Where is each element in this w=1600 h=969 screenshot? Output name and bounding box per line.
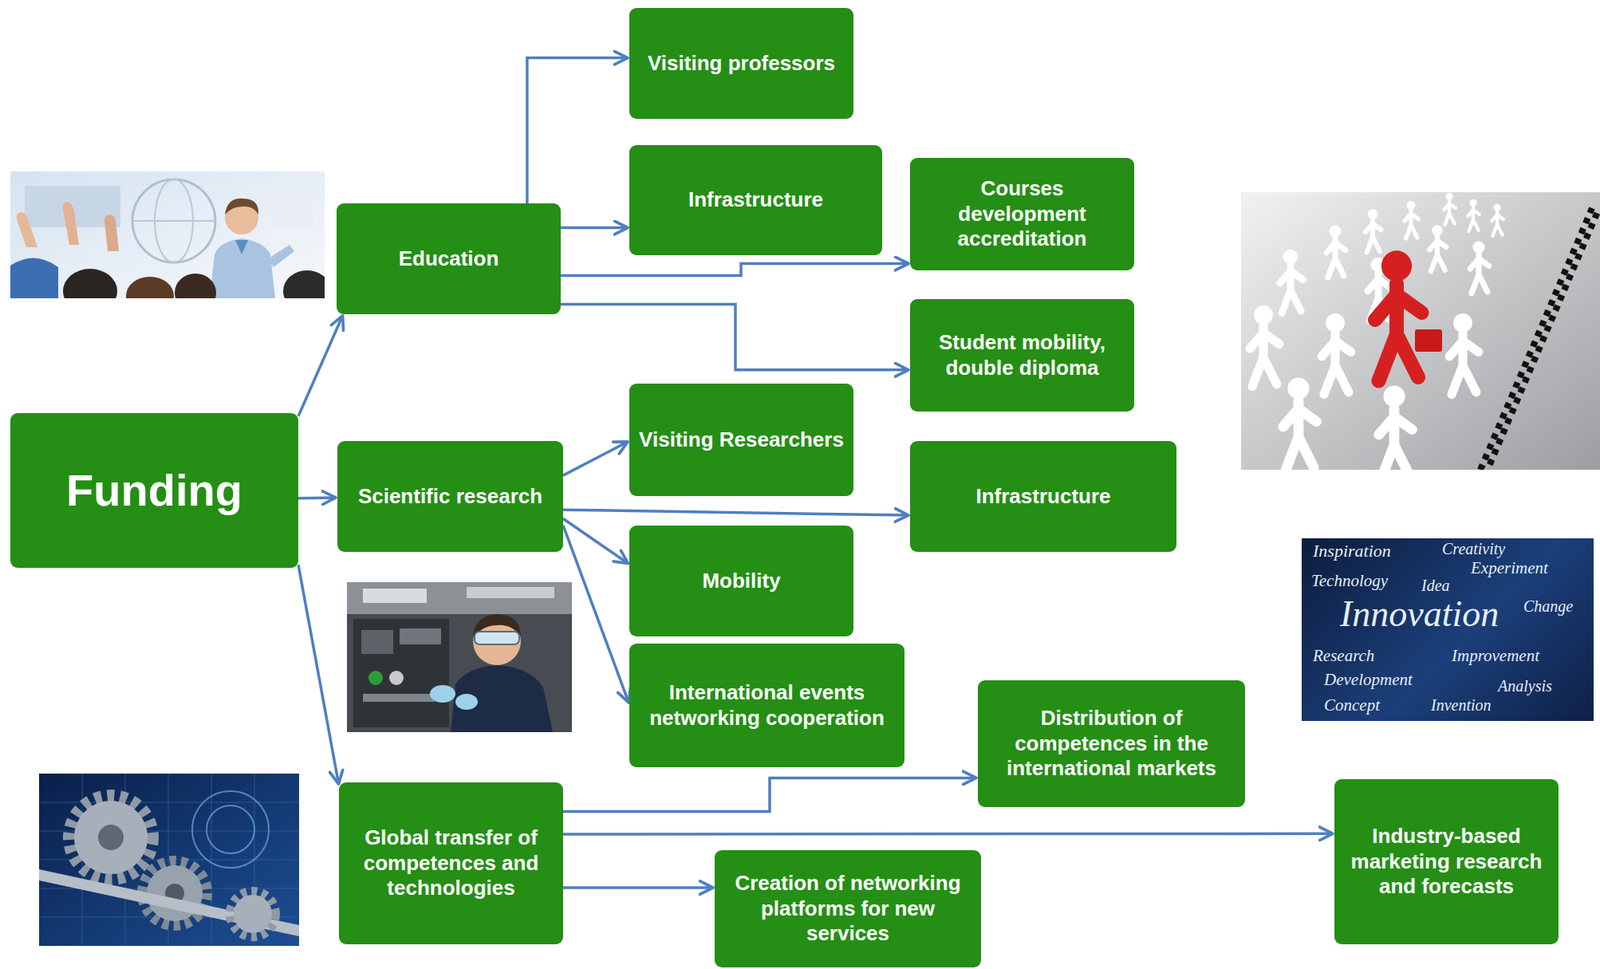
process-box: International events networking cooperat… bbox=[629, 643, 905, 768]
flow-arrow bbox=[298, 496, 336, 500]
process-box: Visiting professors bbox=[629, 7, 854, 119]
flow-arrow bbox=[560, 304, 909, 371]
innovation-photo: Inspiration CreativityExperimentTechnolog… bbox=[1301, 538, 1594, 722]
box-label: International events networking cooperat… bbox=[638, 680, 895, 731]
flow-arrow bbox=[560, 226, 628, 230]
process-box: Courses development accreditation bbox=[910, 157, 1135, 271]
flow-arrow bbox=[563, 518, 628, 564]
flow-arrow bbox=[563, 832, 1333, 836]
word-cloud-word: Inspiration bbox=[1312, 541, 1392, 561]
box-label: Visiting professors bbox=[638, 51, 844, 77]
flow-arrow bbox=[560, 264, 909, 276]
process-box: Visiting Researchers bbox=[629, 383, 854, 497]
box-label: Distribution of competences in the inter… bbox=[987, 705, 1236, 782]
flow-arrow bbox=[563, 777, 977, 812]
word-cloud-word: Innovation bbox=[1339, 594, 1499, 635]
box-label: Visiting Researchers bbox=[638, 427, 844, 454]
word-cloud-word: Development bbox=[1324, 670, 1413, 690]
root-box: Funding bbox=[10, 413, 299, 568]
box-label: Global transfer of competences and techn… bbox=[348, 825, 554, 902]
box-label: Creation of networking platforms for new… bbox=[724, 870, 972, 947]
box-label: Mobility bbox=[638, 568, 844, 595]
word-cloud-word: Research bbox=[1312, 646, 1375, 666]
flow-arrow bbox=[563, 509, 909, 516]
lab-photo bbox=[346, 582, 572, 733]
process-box: Infrastructure bbox=[629, 145, 883, 256]
process-box: Education bbox=[336, 203, 561, 315]
process-box: Creation of networking platforms for new… bbox=[714, 850, 982, 968]
process-box: Distribution of competences in the inter… bbox=[977, 680, 1246, 808]
process-box: Mobility bbox=[629, 525, 854, 637]
word-cloud-word: Experiment bbox=[1470, 559, 1549, 578]
flow-arrow bbox=[563, 441, 628, 476]
classroom-photo bbox=[10, 171, 325, 299]
process-box: Scientific research bbox=[337, 441, 564, 552]
process-box: Student mobility, double diploma bbox=[910, 299, 1135, 412]
box-label: Infrastructure bbox=[919, 484, 1167, 510]
word-cloud-word: Analysis bbox=[1497, 677, 1553, 695]
word-cloud-word: Technology bbox=[1311, 571, 1388, 591]
word-cloud-word: Change bbox=[1523, 597, 1573, 615]
box-label: Education bbox=[346, 246, 552, 272]
flow-arrow bbox=[298, 564, 339, 785]
box-label: Funding bbox=[19, 463, 289, 518]
box-label: Industry-based marketing research and fo… bbox=[1343, 823, 1549, 900]
process-box: Global transfer of competences and techn… bbox=[338, 782, 564, 945]
box-label: Courses development accreditation bbox=[919, 176, 1125, 253]
word-cloud-word: Improvement bbox=[1451, 646, 1540, 666]
gears-illustration bbox=[39, 773, 300, 946]
flow-arrow bbox=[563, 886, 714, 890]
word-cloud-word: Idea bbox=[1421, 576, 1451, 595]
process-box: Infrastructure bbox=[910, 441, 1177, 552]
flow-arrow bbox=[298, 315, 343, 417]
word-cloud-word: Invention bbox=[1430, 696, 1492, 714]
box-label: Student mobility, double diploma bbox=[919, 330, 1125, 381]
word-cloud-word: Creativity bbox=[1442, 539, 1506, 558]
runners-photo bbox=[1241, 192, 1600, 470]
flow-arrow bbox=[527, 58, 628, 204]
word-cloud-word: Concept bbox=[1324, 696, 1380, 715]
box-label: Scientific research bbox=[346, 484, 554, 510]
box-label: Infrastructure bbox=[638, 187, 873, 213]
process-box: Industry-based marketing research and fo… bbox=[1334, 779, 1559, 945]
flow-arrow bbox=[563, 525, 629, 704]
